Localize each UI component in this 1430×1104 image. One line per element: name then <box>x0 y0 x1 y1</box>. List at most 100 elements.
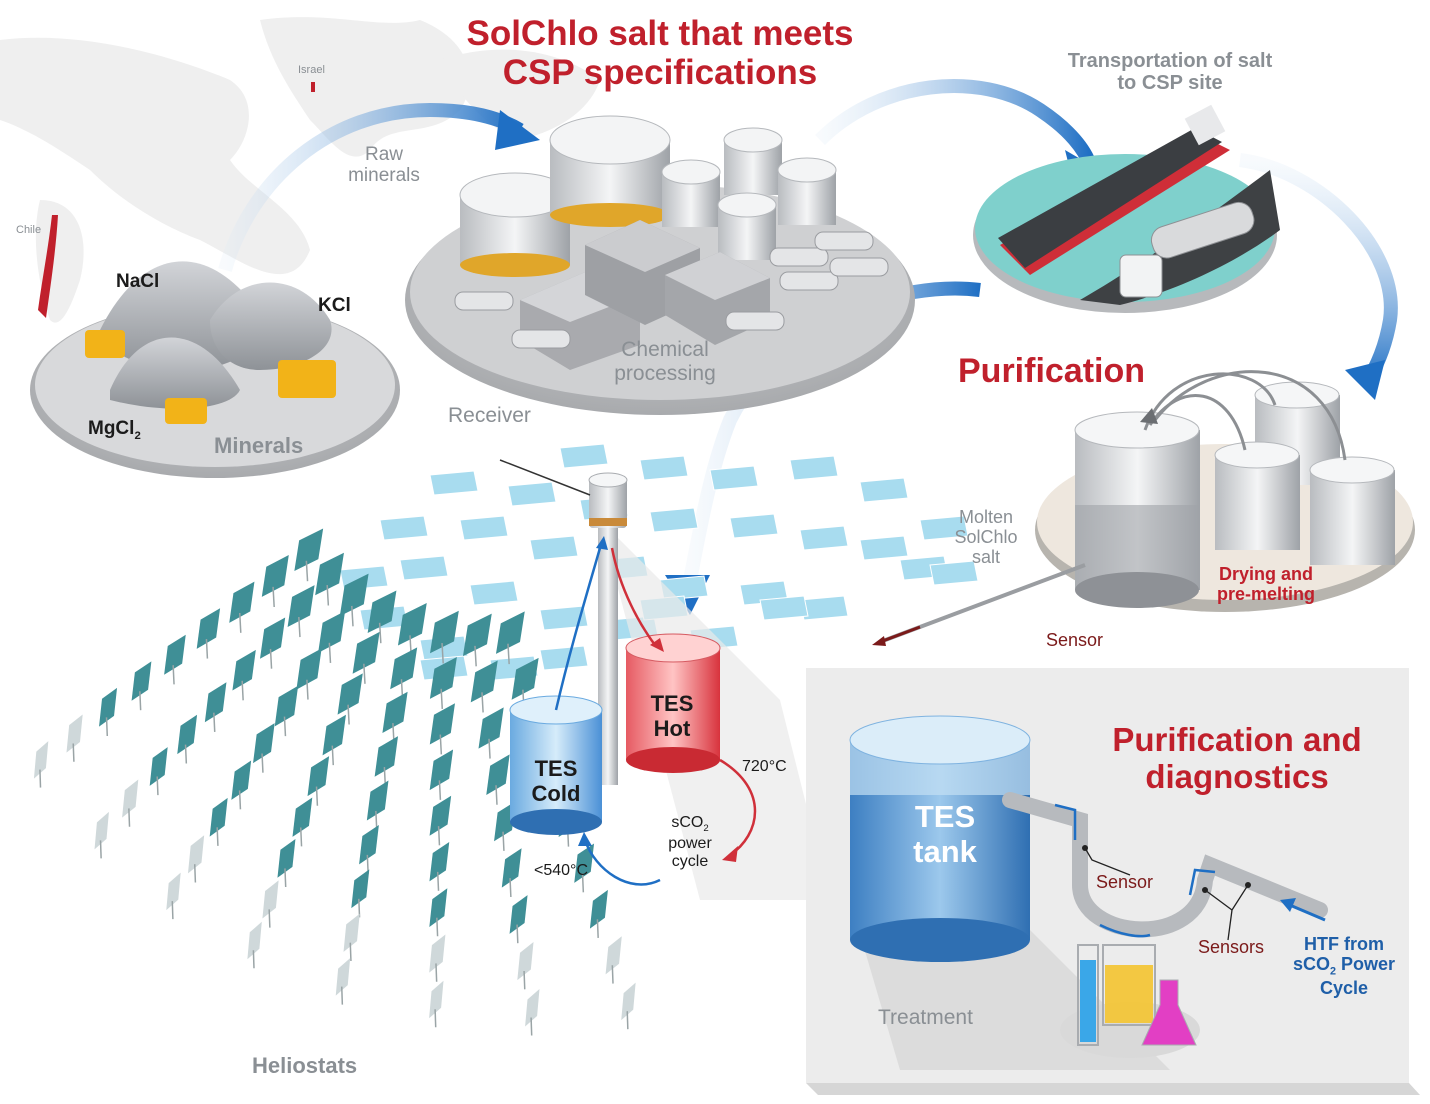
htf-line2: sCO2 Power <box>1282 954 1406 978</box>
heliostat-mirror <box>429 703 455 745</box>
heliostat-mirror <box>379 515 429 541</box>
heliostat-mirror <box>649 507 699 533</box>
loop-sensor-label: Sensor <box>1096 872 1154 892</box>
heliostat-post <box>72 743 75 762</box>
heliostat-mirror <box>799 525 849 551</box>
heliostat-post <box>474 645 477 667</box>
heliostat-mirror <box>307 756 330 797</box>
chile-label: Chile <box>16 224 42 236</box>
heliostat-mirror <box>262 880 279 919</box>
purification-title: Purification <box>958 352 1146 390</box>
heliostat-post <box>436 917 439 937</box>
heliostat-mirror <box>559 443 609 469</box>
heliostat-post <box>306 679 309 700</box>
heliostat-post <box>298 616 301 638</box>
heliostat-post <box>238 612 242 633</box>
heliostat-mirror <box>287 585 315 628</box>
molten-line2: SolChlo <box>954 527 1018 548</box>
heliostat-mirror <box>131 661 152 701</box>
tes-cold-label: TES Cold <box>516 756 596 806</box>
sensor-leaders <box>1084 847 1249 941</box>
loop-flow-arrow-1 <box>1054 803 1077 840</box>
htf-power-text: Power <box>1336 954 1396 975</box>
heliostat-post <box>437 826 441 846</box>
lab-glassware <box>1060 944 1200 1058</box>
heliostat-mirror <box>277 838 296 878</box>
heliostat-mirror <box>574 843 595 883</box>
heliostat-mirror <box>929 560 979 586</box>
raw-minerals-label: Raw minerals <box>344 144 424 187</box>
heliostat-mirror <box>605 936 622 975</box>
receiver-leader <box>499 459 591 496</box>
heliostat-mirror <box>478 707 504 749</box>
heliostats-label: Heliostats <box>252 1053 358 1078</box>
heliostat-post <box>434 1009 437 1028</box>
heliostat-mirror <box>529 535 579 561</box>
heliostat-mirror <box>501 848 522 888</box>
sco2-line2: power <box>668 834 712 852</box>
heliostat-post <box>252 950 255 969</box>
heliostat-post <box>156 776 159 796</box>
heliostat-post <box>596 919 599 938</box>
tes-tank-line1: TES <box>914 799 976 834</box>
heliostat-mirror <box>351 869 370 909</box>
sco2-text: sCO <box>671 814 704 831</box>
heliostat-post <box>305 560 309 582</box>
heliostat-mirror <box>229 581 255 623</box>
heliostat-mirror <box>539 605 589 631</box>
heliostat-mirror <box>390 647 418 690</box>
receiver-tower <box>598 520 618 785</box>
drying-line2: pre-melting <box>1216 584 1315 605</box>
heliostat-mirror <box>430 610 459 654</box>
main-title-line2: CSP specifications <box>502 53 818 93</box>
heliostat-mirror <box>469 580 519 606</box>
loader-icon-2 <box>165 398 207 424</box>
heliostat-post <box>284 868 287 888</box>
tanker-truck <box>1150 201 1255 259</box>
heliostat-post <box>363 663 366 684</box>
heliostat-post <box>172 665 175 685</box>
heliostat-mirror <box>196 608 221 649</box>
heliostat-post <box>331 745 335 766</box>
heliostat-mirror <box>261 555 289 597</box>
heliostat-mirror <box>639 455 689 481</box>
truck-cab <box>1119 254 1163 298</box>
heliostat-mirror <box>382 691 408 734</box>
drying-label: Drying and pre-melting <box>1196 564 1336 604</box>
diagnostics-title: Purification and diagnostics <box>1092 721 1382 796</box>
heliostat-mirror <box>204 682 227 723</box>
htf-subscript: 2 <box>1329 965 1336 978</box>
heliostat-post <box>99 840 102 859</box>
heliostat-mirror <box>149 747 168 786</box>
transfer-pipes <box>1143 370 1347 461</box>
heliostat-post <box>261 753 264 773</box>
pile-mgcl <box>110 337 240 409</box>
molten-line1: Molten <box>958 507 1014 527</box>
htf-line1: HTF from <box>1304 934 1384 954</box>
heliostat-post <box>438 780 442 800</box>
minerals-label: Minerals <box>214 433 304 458</box>
heliostat-mirror <box>486 754 510 795</box>
heliostat-mirror <box>511 657 539 700</box>
heliostat-post <box>139 691 142 711</box>
heliostat-mirror <box>318 611 346 653</box>
heliostat-post <box>611 965 614 984</box>
heliostat-mirror <box>260 617 286 659</box>
purification-tanks <box>1074 381 1395 608</box>
heliostat-post <box>213 712 216 732</box>
arrow-raw-minerals <box>218 102 524 272</box>
heliostat-post <box>523 970 526 990</box>
tes-hot-tank <box>626 648 720 760</box>
temp-hot-label: 720°C <box>742 758 787 775</box>
heliostat-mirror <box>337 673 363 715</box>
heliostat-post <box>272 586 275 608</box>
heliostat-mirror <box>374 736 399 777</box>
heliostat-mirror <box>470 660 498 703</box>
chemical-line1: Chemical <box>621 338 709 361</box>
tes-hot-line1: TES <box>650 691 694 716</box>
htf-line3: Cycle <box>1319 977 1369 998</box>
sensors-label: Sensors <box>1198 937 1265 957</box>
tes-hot-label: TES Hot <box>632 691 712 741</box>
heliostat-mirror <box>509 895 528 934</box>
heliostat-mirror <box>429 470 479 496</box>
